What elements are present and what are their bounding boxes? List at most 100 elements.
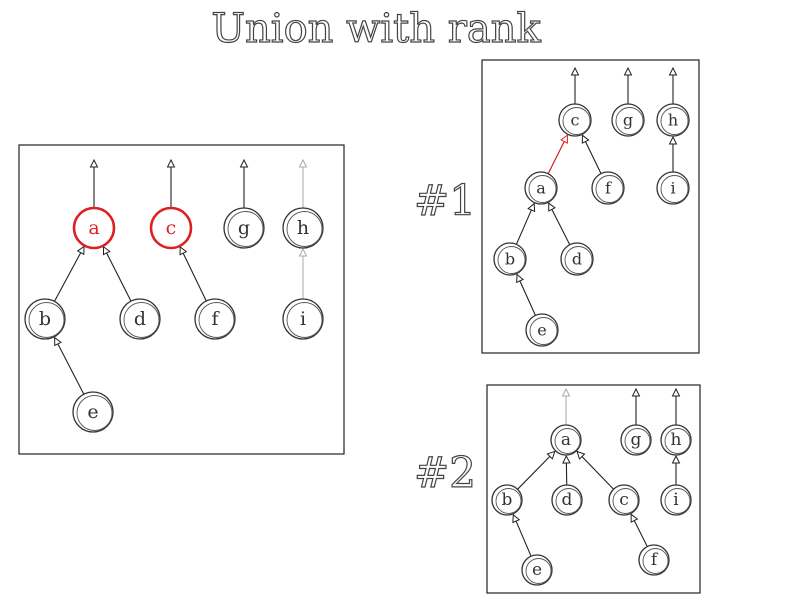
node-b: b bbox=[491, 484, 523, 516]
node-f: f bbox=[194, 298, 236, 340]
node-e: e bbox=[72, 391, 114, 433]
node-label-e: e bbox=[87, 401, 98, 423]
root-arrowhead-g bbox=[623, 66, 633, 76]
node-label-h: h bbox=[671, 430, 682, 450]
node-e: e bbox=[525, 313, 559, 347]
arrowhead-d-to-a bbox=[548, 202, 556, 212]
edge-d-to-a bbox=[548, 202, 571, 245]
node-label-a: a bbox=[536, 179, 546, 198]
node-label-g: g bbox=[623, 111, 633, 130]
node-label-b: b bbox=[502, 490, 513, 510]
root-arrowhead-c bbox=[570, 66, 580, 76]
node-label-f: f bbox=[651, 550, 659, 570]
node-circle-c bbox=[149, 206, 193, 250]
arrowhead-i-to-h bbox=[671, 454, 681, 464]
arrowhead-i-to-h bbox=[668, 135, 678, 145]
node-ring-i bbox=[664, 488, 691, 514]
node-a: a bbox=[550, 424, 582, 456]
node-label-b: b bbox=[39, 308, 51, 330]
node-label-i: i bbox=[300, 308, 306, 330]
node-g: g bbox=[611, 103, 645, 137]
root-arrowhead-a bbox=[89, 158, 99, 168]
arrowhead-b-to-a bbox=[546, 450, 556, 460]
arrowhead-f-to-c bbox=[581, 134, 590, 144]
node-ring-d bbox=[123, 302, 160, 338]
node-i: i bbox=[660, 484, 692, 516]
node-circle-f bbox=[194, 298, 236, 340]
node-ring-e bbox=[529, 317, 558, 345]
node-circle-h bbox=[282, 207, 324, 249]
node-label-a: a bbox=[88, 217, 99, 239]
node-b: b bbox=[24, 298, 66, 340]
edge-e-to-b bbox=[54, 337, 85, 395]
edge-e-to-b bbox=[512, 514, 532, 557]
panel-result-1-frame bbox=[481, 59, 700, 354]
root-arrowhead-g bbox=[631, 387, 641, 397]
node-h: h bbox=[282, 207, 324, 249]
arrowhead-e-to-b bbox=[516, 273, 524, 284]
panel-before-frame bbox=[18, 144, 345, 455]
node-label-g: g bbox=[631, 430, 642, 450]
root-arrowhead-h bbox=[298, 158, 308, 168]
node-ring-h bbox=[664, 428, 691, 454]
node-ring-c bbox=[612, 488, 639, 514]
node-ring-a bbox=[554, 428, 581, 454]
node-label-b: b bbox=[505, 250, 515, 269]
node-ring-f bbox=[198, 302, 235, 338]
node-i: i bbox=[656, 171, 690, 205]
node-ring-i bbox=[286, 302, 323, 338]
node-label-i: i bbox=[670, 179, 675, 198]
node-label-c: c bbox=[571, 111, 580, 130]
arrowhead-f-to-c bbox=[630, 513, 639, 523]
node-label-h: h bbox=[668, 111, 678, 130]
node-d: d bbox=[560, 242, 594, 276]
arrowhead-b-to-a bbox=[76, 245, 85, 256]
node-label-d: d bbox=[572, 250, 582, 269]
node-label-a: a bbox=[561, 430, 571, 450]
node-a: a bbox=[524, 171, 558, 205]
node-ring-f bbox=[642, 548, 669, 574]
root-arrowhead-c bbox=[166, 158, 176, 168]
node-label-g: g bbox=[238, 217, 250, 239]
edge-d-to-a bbox=[102, 246, 132, 302]
node-circle-d bbox=[119, 298, 161, 340]
root-arrowhead-h bbox=[671, 387, 681, 397]
node-circle-i bbox=[282, 298, 324, 340]
node-label-d: d bbox=[562, 490, 573, 510]
node-ring-g bbox=[624, 428, 651, 454]
edge-f-to-c bbox=[179, 246, 207, 302]
node-label-h: h bbox=[297, 217, 309, 239]
node-h: h bbox=[660, 424, 692, 456]
node-f: f bbox=[638, 544, 670, 576]
diagram-title: Union with rank bbox=[211, 5, 542, 52]
arrowhead-a-to-c bbox=[560, 134, 568, 144]
node-label-e: e bbox=[532, 560, 542, 580]
panel-result-2-frame bbox=[486, 384, 701, 594]
node-ring-i bbox=[660, 175, 689, 203]
node-ring-b bbox=[495, 488, 522, 514]
arrowhead-f-to-c bbox=[179, 245, 188, 256]
arrowhead-i-to-h bbox=[298, 247, 308, 257]
arrowhead-d-to-a bbox=[562, 454, 571, 464]
node-ring-h bbox=[286, 211, 323, 247]
node-ring-d bbox=[555, 488, 582, 514]
panel-label-1: #1 bbox=[413, 175, 476, 225]
arrowhead-c-to-a bbox=[576, 450, 586, 460]
node-d: d bbox=[119, 298, 161, 340]
arrowhead-d-to-a bbox=[102, 245, 111, 256]
node-circle-b bbox=[24, 298, 66, 340]
arrowhead-e-to-b bbox=[512, 513, 521, 524]
node-ring-h bbox=[660, 107, 689, 135]
arrowhead-e-to-b bbox=[54, 336, 62, 347]
node-i: i bbox=[282, 298, 324, 340]
edge-c-to-a bbox=[576, 451, 614, 490]
node-g: g bbox=[223, 207, 265, 249]
edge-b-to-a bbox=[53, 246, 85, 302]
node-c: c bbox=[608, 484, 640, 516]
node-ring-g bbox=[227, 211, 264, 247]
node-ring-a bbox=[528, 175, 557, 203]
panel-label-2: #2 bbox=[413, 447, 476, 497]
node-ring-e bbox=[525, 558, 552, 584]
